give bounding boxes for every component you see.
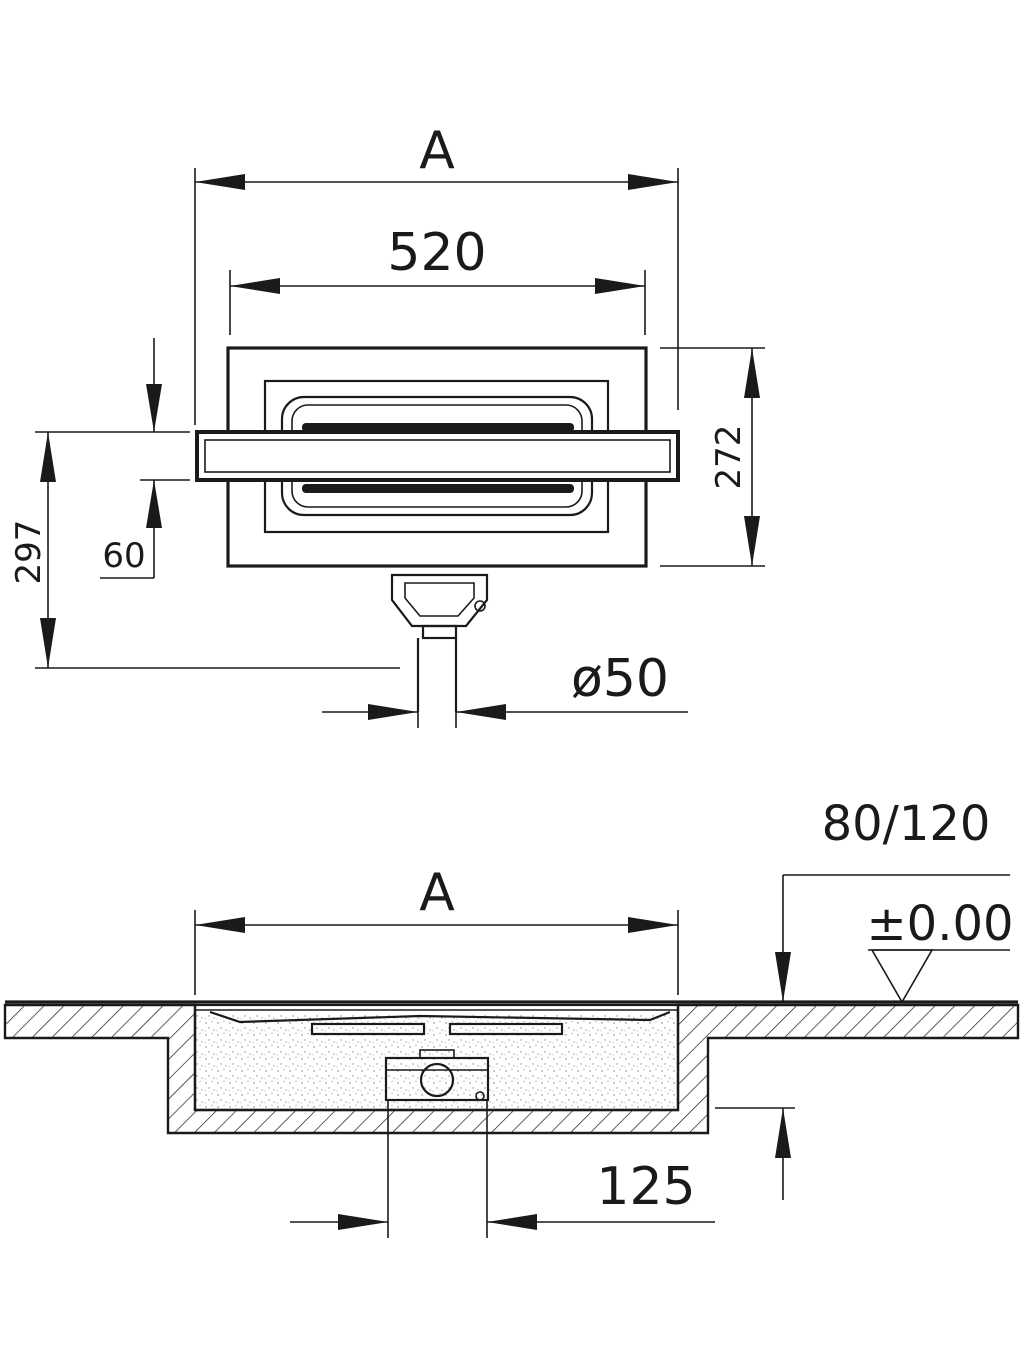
dimension-297-label: 297 xyxy=(9,520,49,585)
dimension-a-section: A xyxy=(194,863,679,995)
drain-slot-bottom xyxy=(302,484,574,493)
section-view: A 80/120 xyxy=(3,796,1020,1238)
dimension-d50-label: ø50 xyxy=(571,649,669,709)
dimension-125: 125 xyxy=(290,1100,715,1238)
dimension-d50: ø50 xyxy=(322,649,688,728)
drain-tray-left xyxy=(310,1022,426,1036)
dimension-80-120: 80/120 xyxy=(715,796,1010,1200)
level-marker: ±0.00 xyxy=(866,896,1014,1004)
dimension-a-label: A xyxy=(419,121,455,181)
outlet-trap-section xyxy=(384,1049,490,1102)
dimension-520: 520 xyxy=(229,223,646,335)
drain-tray-right xyxy=(448,1022,564,1036)
dimension-272: 272 xyxy=(660,347,765,567)
drain-slot-top xyxy=(302,423,574,432)
dimension-a-top: A xyxy=(194,121,679,425)
dimension-125-label: 125 xyxy=(596,1157,695,1217)
screed-fill xyxy=(195,1012,678,1110)
outlet-fitting xyxy=(390,573,489,712)
level-label: ±0.00 xyxy=(866,896,1013,952)
screed-outline xyxy=(193,1003,680,1112)
dimension-272-label: 272 xyxy=(709,425,749,490)
top-view: A 520 xyxy=(9,121,765,728)
dimension-297: 297 xyxy=(9,431,400,669)
dimension-a-section-label: A xyxy=(419,863,455,923)
dimension-60-label: 60 xyxy=(102,536,145,576)
grate-bar-inner xyxy=(204,439,671,473)
dimension-60: 60 xyxy=(100,338,190,579)
dimension-520-label: 520 xyxy=(387,223,486,283)
dimension-80-120-label: 80/120 xyxy=(822,796,991,852)
drain-profile xyxy=(209,1010,671,1024)
